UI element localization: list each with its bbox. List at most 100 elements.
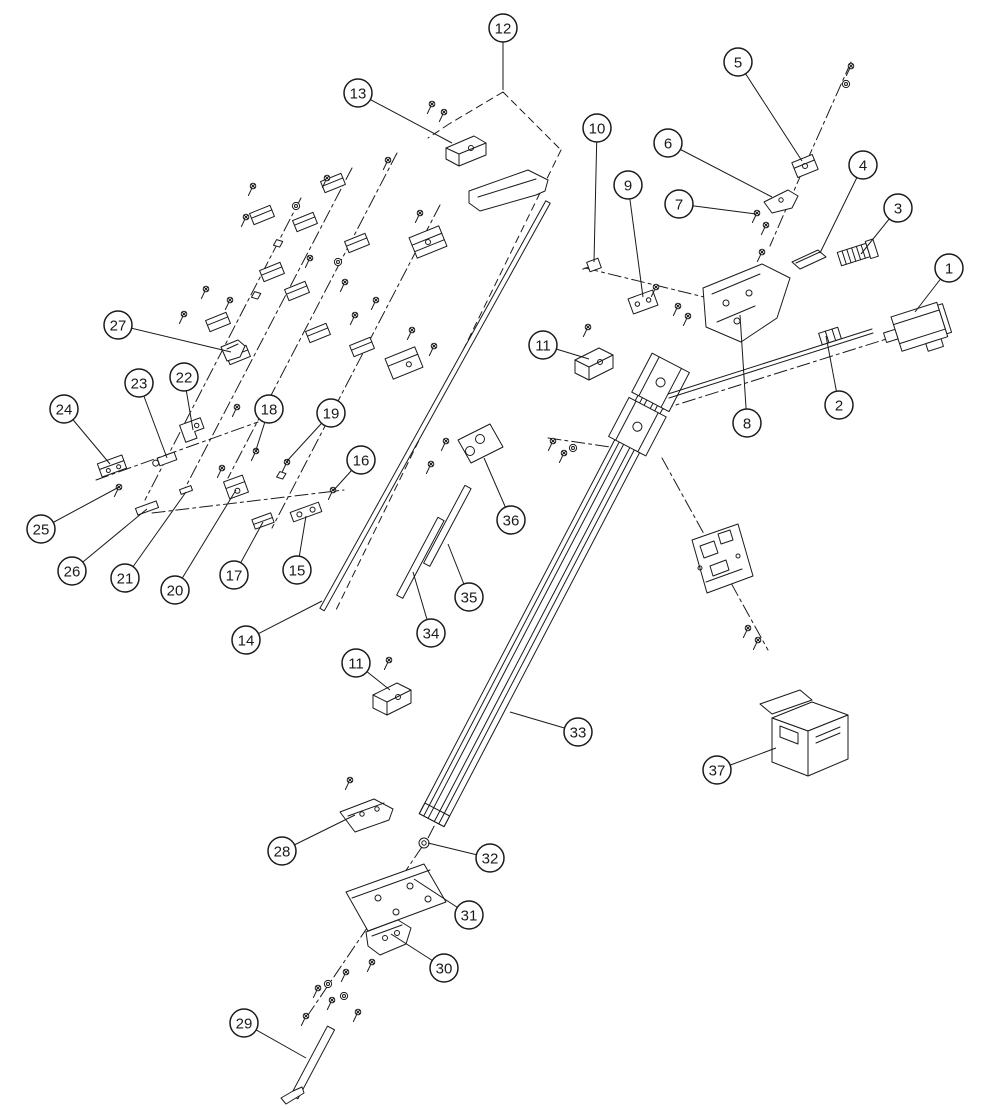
balloon-circle-20 <box>160 575 190 605</box>
balloon-1: 1 <box>914 253 964 313</box>
balloon-number-33: 33 <box>570 724 587 741</box>
leadscrew-rod <box>667 328 874 399</box>
balloon-11a: 11 <box>528 330 590 360</box>
balloon-circle-31 <box>454 900 484 930</box>
balloon-number-17: 17 <box>226 567 243 584</box>
balloon-9: 9 <box>613 170 644 298</box>
part-28-bracket <box>339 798 394 833</box>
part-5-stop <box>791 153 819 179</box>
balloon-8: 8 <box>732 314 762 438</box>
center-lines <box>95 61 948 1019</box>
balloon-circle-34 <box>416 618 446 648</box>
balloon-30: 30 <box>390 933 459 983</box>
part-6-bracket <box>763 189 799 214</box>
balloon-22: 22 <box>169 362 199 431</box>
balloon-15: 15 <box>282 515 312 585</box>
balloon-14: 14 <box>231 600 323 655</box>
balloon-19: 19 <box>286 398 346 462</box>
balloon-number-10: 10 <box>589 120 606 137</box>
balloon-circle-21 <box>110 563 140 593</box>
balloon-6: 6 <box>653 128 773 198</box>
balloon-number-22: 22 <box>176 369 193 386</box>
leader-line-27 <box>117 324 232 353</box>
leader-line-25 <box>40 486 120 530</box>
balloon-number-3: 3 <box>894 200 902 217</box>
balloon-number-24: 24 <box>56 401 73 418</box>
leader-line-21 <box>124 491 187 579</box>
balloon-number-8: 8 <box>743 415 751 432</box>
balloon-circle-17 <box>219 560 249 590</box>
balloon-number-12: 12 <box>495 20 512 37</box>
balloon-circle-23 <box>124 368 154 398</box>
balloon-circle-6 <box>653 128 683 158</box>
balloon-number-5: 5 <box>734 54 742 71</box>
balloon-number-13: 13 <box>350 85 367 102</box>
balloon-33: 33 <box>509 711 593 747</box>
balloon-7: 7 <box>664 189 757 219</box>
part-12-strip <box>468 169 549 212</box>
balloon-circle-2 <box>824 390 854 420</box>
balloon-circle-13 <box>343 78 373 108</box>
balloon-number-30: 30 <box>436 960 453 977</box>
balloon-circle-37 <box>702 755 732 785</box>
leader-line-8 <box>739 314 748 424</box>
part-8-bracket <box>702 263 791 343</box>
balloon-number-26: 26 <box>64 563 81 580</box>
balloon-number-27: 27 <box>110 317 127 334</box>
balloon-number-15: 15 <box>289 562 306 579</box>
balloon-36: 36 <box>483 457 526 535</box>
balloon-24: 24 <box>49 394 111 465</box>
part-29-strip <box>280 1025 336 1105</box>
balloon-number-34: 34 <box>423 625 440 642</box>
balloon-28: 28 <box>267 814 356 866</box>
pcb-board <box>691 523 754 594</box>
balloon-27: 27 <box>103 310 232 353</box>
balloon-3: 3 <box>860 193 913 255</box>
balloon-circle-27 <box>103 310 133 340</box>
balloon-number-9: 9 <box>624 177 632 194</box>
balloon-11b: 11 <box>341 648 391 691</box>
balloon-circle-9 <box>613 170 643 200</box>
leader-line-13 <box>357 92 453 144</box>
balloon-circle-11b <box>341 648 371 678</box>
part-13-bracket <box>445 135 487 167</box>
part-11-bracket-lower <box>372 682 412 716</box>
leader-line-26 <box>71 508 148 572</box>
balloon-4: 4 <box>819 150 878 254</box>
balloon-number-1: 1 <box>945 260 953 277</box>
balloon-circle-35 <box>454 582 484 612</box>
balloon-circle-4 <box>848 150 878 180</box>
balloon-circle-15 <box>282 555 312 585</box>
phantom-outline <box>335 91 562 611</box>
balloon-number-37: 37 <box>709 762 726 779</box>
balloon-number-7: 7 <box>675 196 683 213</box>
leader-line-20 <box>174 489 237 591</box>
balloon-35: 35 <box>447 543 484 612</box>
balloon-number-31: 31 <box>461 907 478 924</box>
balloon-circle-1 <box>934 253 964 283</box>
balloon-29: 29 <box>229 1008 307 1059</box>
balloon-number-32: 32 <box>482 850 499 867</box>
balloon-31: 31 <box>413 878 484 930</box>
part-1-motor <box>883 301 953 352</box>
balloon-circle-14 <box>231 625 261 655</box>
balloon-18: 18 <box>254 394 284 451</box>
balloon-number-29: 29 <box>236 1015 253 1032</box>
balloon-circle-10 <box>582 113 612 143</box>
part-3-bolt <box>836 238 879 267</box>
leader-line-6 <box>667 142 773 198</box>
part-37-box <box>759 689 849 777</box>
balloon-number-28: 28 <box>274 843 291 860</box>
balloon-5: 5 <box>723 47 803 162</box>
balloon-37: 37 <box>702 747 777 785</box>
balloon-circle-3 <box>883 193 913 223</box>
balloon-number-2: 2 <box>835 397 843 414</box>
balloon-circle-26 <box>57 556 87 586</box>
balloon-number-11a: 11 <box>535 337 551 354</box>
part-36-plate <box>457 423 504 464</box>
balloon-20: 20 <box>160 489 237 605</box>
bottom-cluster-parts <box>345 837 447 956</box>
